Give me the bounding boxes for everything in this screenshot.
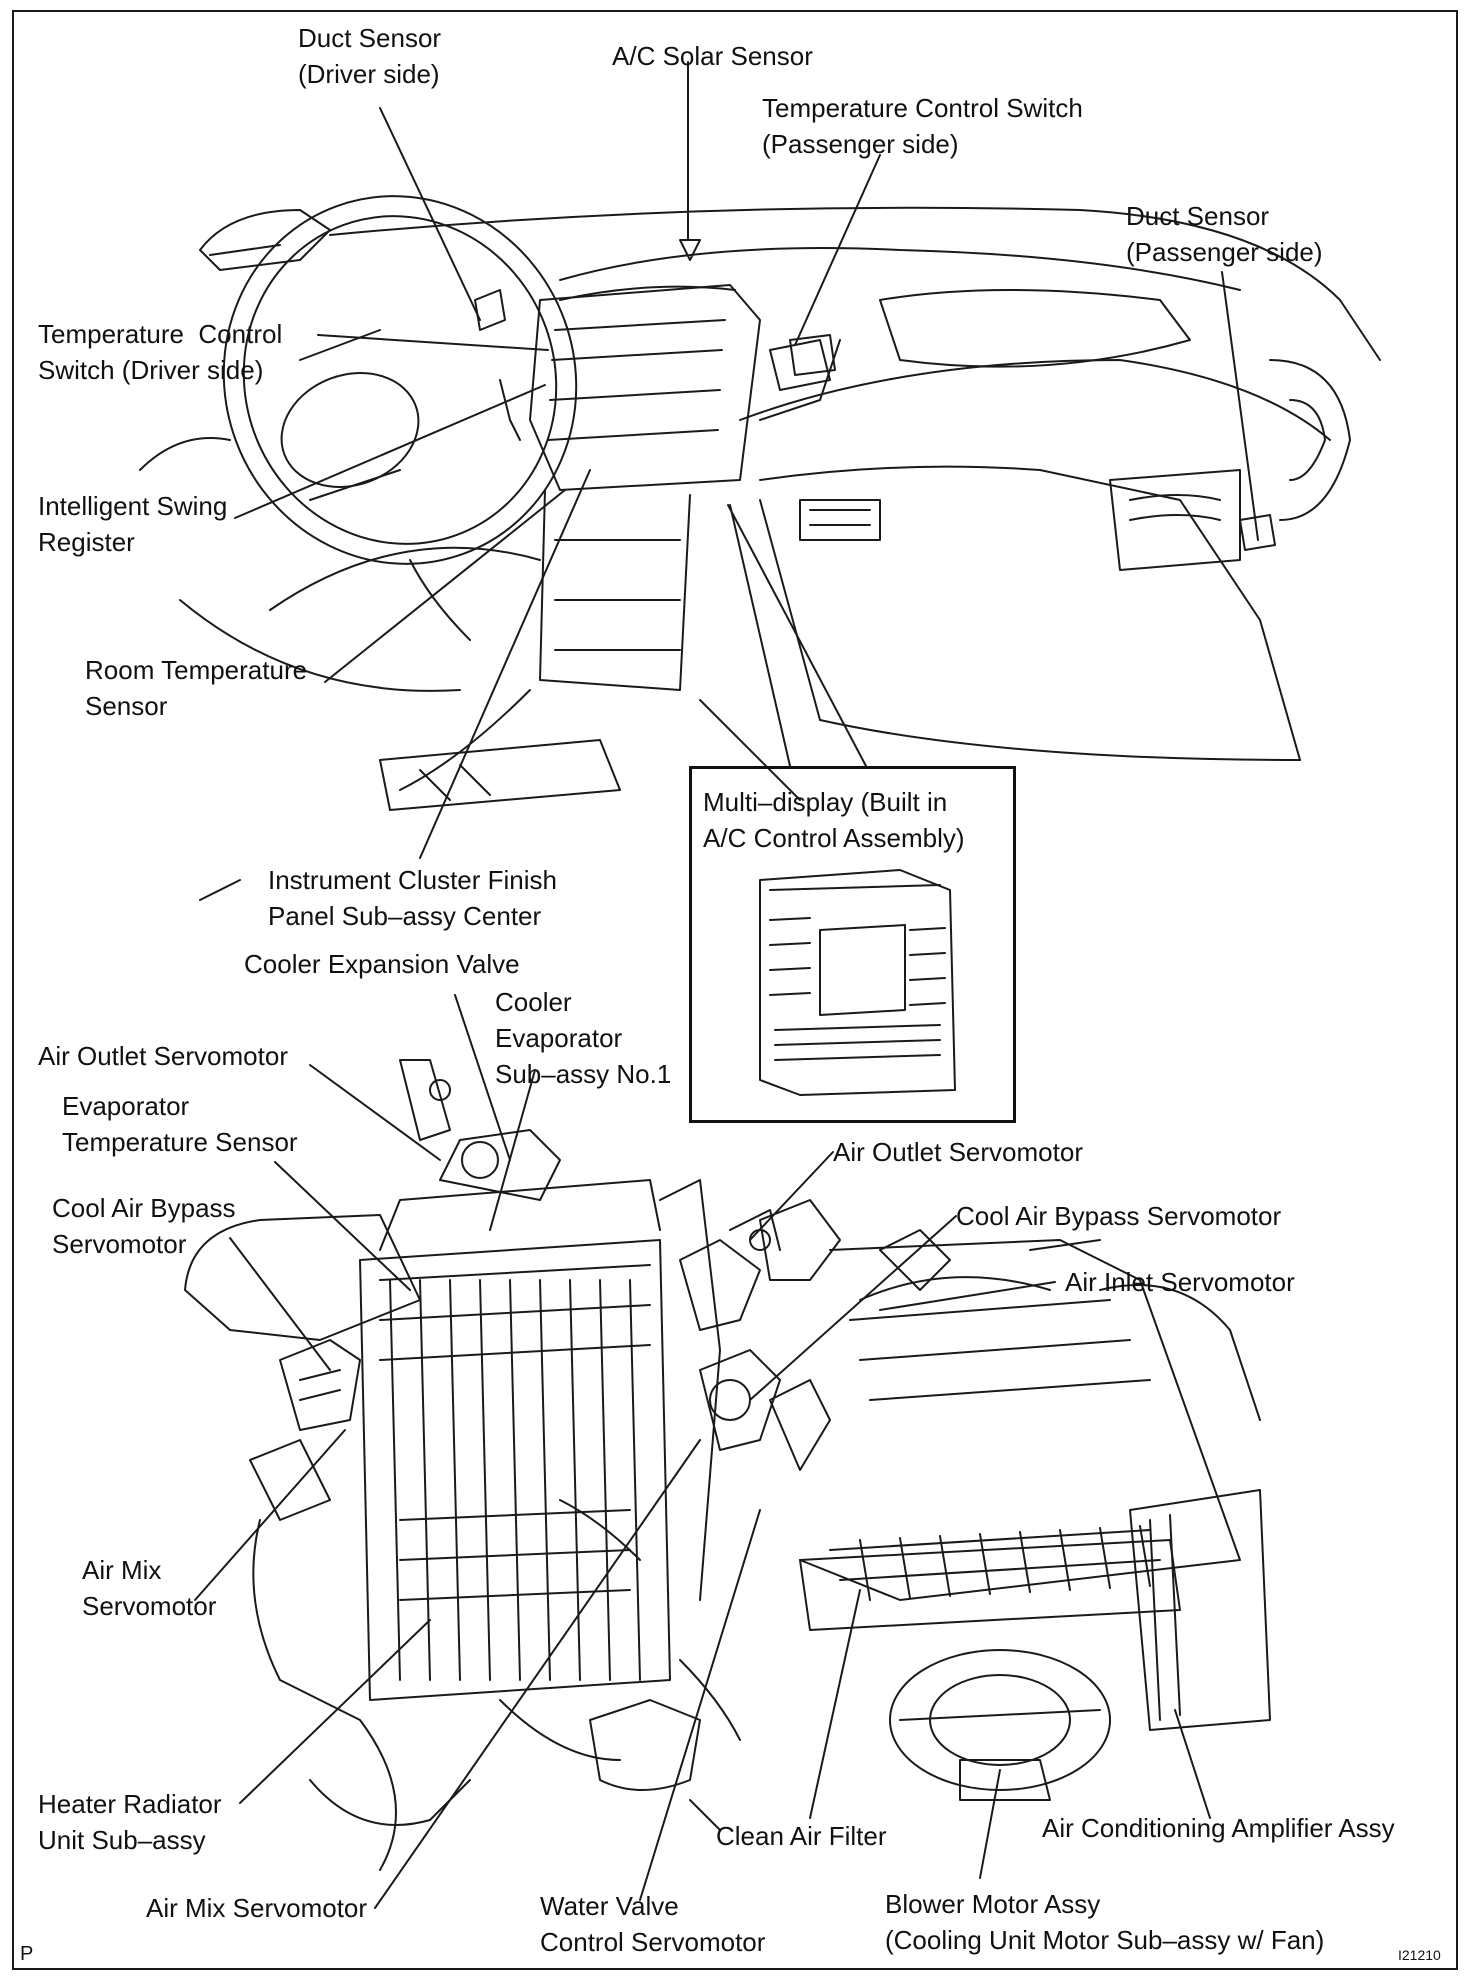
- air-outlet-servomotor-right-label: Air Outlet Servomotor: [833, 1137, 1083, 1167]
- leader-lines: [194, 61, 1259, 1909]
- multi-display-inset: [689, 766, 1016, 1123]
- cooler-expansion-valve-label: Cooler Expansion Valve: [244, 949, 520, 979]
- temperature-control-switch-passenger-label: Temperature Control Switch(Passenger sid…: [762, 93, 1083, 159]
- figure-code: I21210: [1398, 1947, 1441, 1963]
- duct-sensor-driver-label: Duct Sensor(Driver side): [298, 23, 442, 89]
- air-conditioning-amplifier-label: Air Conditioning Amplifier Assy: [1042, 1813, 1395, 1843]
- ac-solar-sensor-label: A/C Solar Sensor: [612, 41, 813, 71]
- duct-sensor-passenger-label: Duct Sensor(Passenger side): [1126, 201, 1323, 267]
- clean-air-filter-label: Clean Air Filter: [716, 1821, 887, 1851]
- air-inlet-servomotor-label: Air Inlet Servomotor: [1065, 1267, 1295, 1297]
- air-outlet-servomotor-left-label: Air Outlet Servomotor: [38, 1041, 288, 1071]
- inset-control-drawing: [759, 869, 956, 1096]
- hvac-unit-drawing: [184, 1059, 1271, 1871]
- cool-air-bypass-servomotor-right-label: Cool Air Bypass Servomotor: [956, 1201, 1282, 1231]
- dashboard-drawing: [139, 195, 1381, 901]
- corner-mark-left: P: [20, 1943, 34, 1965]
- air-mix-servomotor-bottom-label: Air Mix Servomotor: [146, 1893, 368, 1923]
- blower-motor-assy-label: Blower Motor Assy(Cooling Unit Motor Sub…: [885, 1889, 1325, 1955]
- diagram-frame: [12, 10, 1458, 1970]
